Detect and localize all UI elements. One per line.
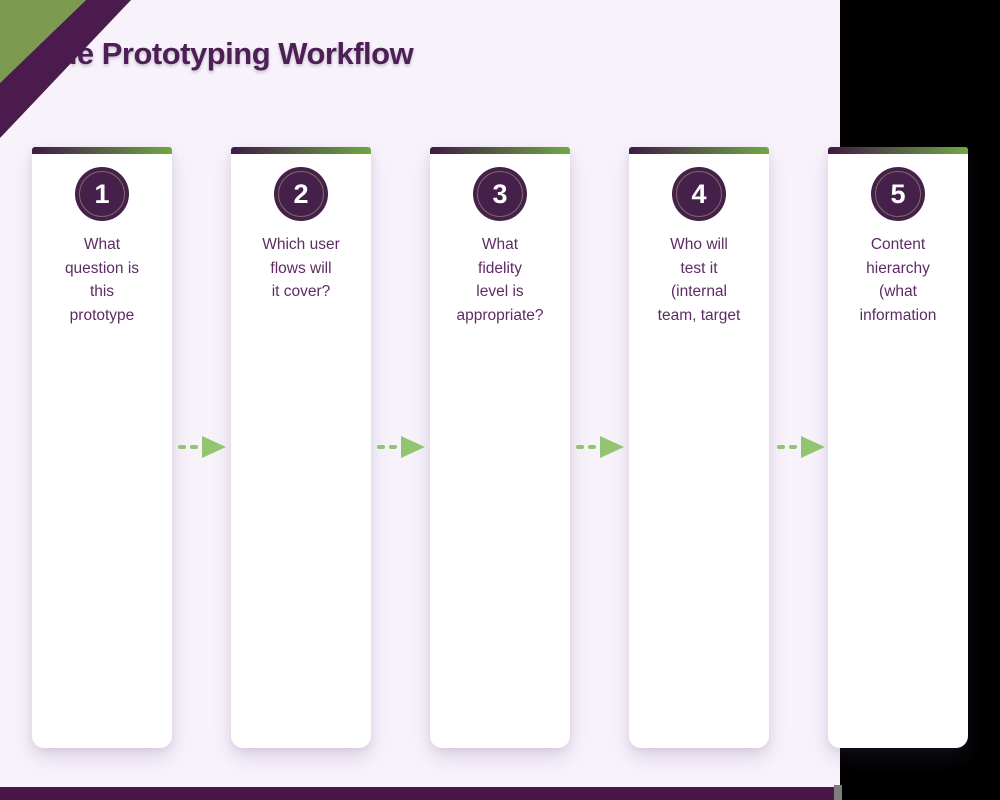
- card-topbar: [828, 147, 968, 154]
- flow-arrow: [777, 436, 825, 458]
- page-title: The Prototyping Workflow: [40, 36, 414, 71]
- step-question: Content hierarchy (what information: [859, 236, 937, 325]
- flow-arrow: [576, 436, 624, 458]
- bottom-border-bar: [0, 787, 837, 800]
- card-topbar: [629, 147, 769, 154]
- arrow-dash: [389, 445, 397, 449]
- step-number-badge: 1: [75, 167, 129, 221]
- step-number: 5: [890, 178, 906, 209]
- step-card-5: 5 Content hierarchy (what information: [828, 147, 968, 748]
- flow-arrow: [377, 436, 425, 458]
- flow-arrow: [178, 436, 226, 458]
- page-background: The Prototyping Workflow 1 What question…: [0, 0, 968, 800]
- arrow-dash: [377, 445, 385, 449]
- arrow-dash: [178, 445, 186, 449]
- step-card-3: 3 What fidelity level is appropriate?: [430, 147, 570, 748]
- corner-ribbon: [0, 0, 131, 138]
- step-question: Who will test it (internal team, target: [657, 236, 741, 325]
- arrow-dash: [777, 445, 785, 449]
- step-number: 3: [492, 178, 508, 209]
- step-card-1: 1 What question is this prototype: [32, 147, 172, 748]
- step-number: 2: [293, 178, 309, 209]
- step-number-badge: 5: [871, 167, 925, 221]
- arrow-head-icon: [401, 436, 425, 458]
- arrow-dash: [789, 445, 797, 449]
- step-number: 4: [691, 178, 707, 209]
- step-card-4: 4 Who will test it (internal team, targe…: [629, 147, 769, 748]
- step-card-2: 2 Which user flows will it cover?: [231, 147, 371, 748]
- arrow-head-icon: [600, 436, 624, 458]
- card-topbar: [430, 147, 570, 154]
- arrow-head-icon: [801, 436, 825, 458]
- card-topbar: [231, 147, 371, 154]
- step-question: What question is this prototype: [64, 236, 140, 325]
- step-number-badge: 4: [672, 167, 726, 221]
- card-topbar: [32, 147, 172, 154]
- edge-notch: [834, 785, 842, 800]
- step-number: 1: [94, 178, 110, 209]
- step-number-badge: 3: [473, 167, 527, 221]
- arrow-dash: [190, 445, 198, 449]
- arrow-dash: [588, 445, 596, 449]
- arrow-dash: [576, 445, 584, 449]
- step-number-badge: 2: [274, 167, 328, 221]
- arrow-head-icon: [202, 436, 226, 458]
- step-question: Which user flows will it cover?: [262, 236, 340, 301]
- step-question: What fidelity level is appropriate?: [456, 236, 544, 325]
